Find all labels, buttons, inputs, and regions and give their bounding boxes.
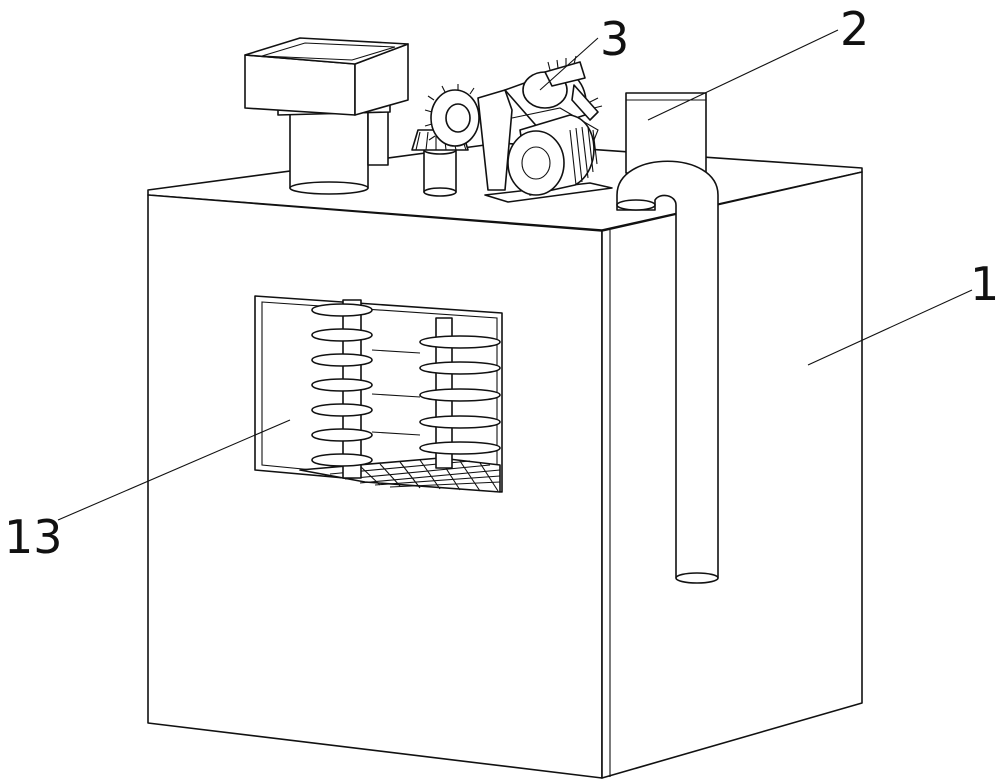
- leader-line-1: [807, 289, 973, 366]
- leader-line-13: [57, 419, 291, 521]
- label-2: 2: [840, 2, 869, 56]
- housing-right-face: [601, 171, 863, 779]
- label-3: 3: [600, 12, 629, 66]
- viewing-window: [254, 295, 503, 493]
- motor-fins: [569, 126, 598, 186]
- feed-hopper: [244, 37, 409, 195]
- elbow-pipe: [616, 160, 719, 579]
- right-screw-conveyor: [419, 317, 501, 469]
- left-screw-conveyor: [311, 299, 373, 479]
- leader-line-2: [647, 29, 839, 121]
- leader-line-3: [539, 37, 599, 91]
- label-1: 1: [970, 257, 999, 311]
- housing-front-face: [147, 194, 603, 779]
- label-13: 13: [4, 510, 63, 564]
- leader-lines: [57, 29, 973, 521]
- discharge-pipe: [616, 92, 719, 584]
- drive-shaft-assembly: [411, 84, 480, 197]
- pipe-top-block: [625, 92, 707, 174]
- side-bevel-gear: [571, 84, 599, 121]
- gearbox-housing: [477, 89, 513, 191]
- motor-assembly: [477, 55, 613, 203]
